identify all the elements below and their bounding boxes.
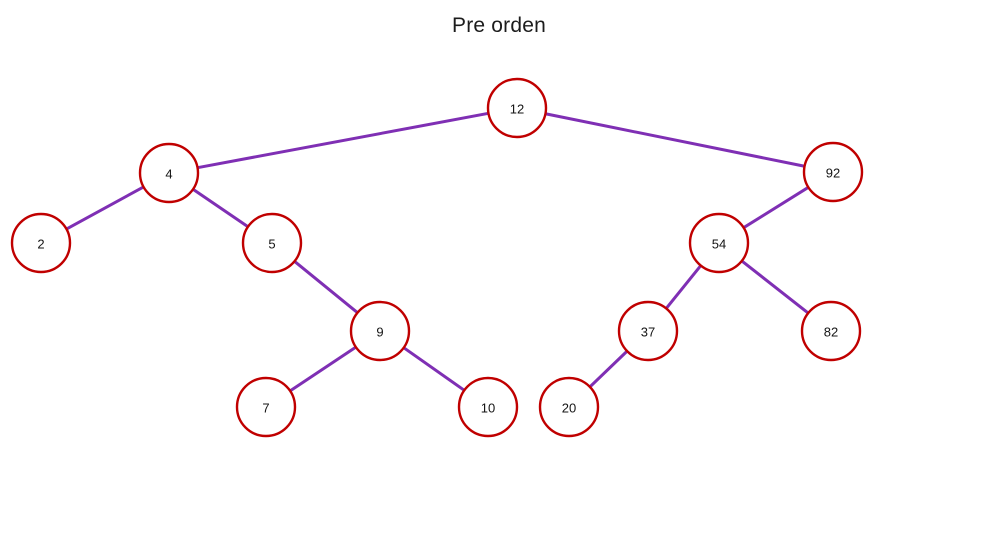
node-circle-12[interactable] (486, 77, 548, 139)
node-circle-4[interactable] (138, 142, 200, 204)
edges-layer (64, 111, 810, 393)
node-label-5: 5 (268, 237, 275, 252)
tree-node-92[interactable]: 92 (802, 141, 864, 203)
tree-node-54[interactable]: 54 (688, 212, 750, 274)
node-label-4: 4 (165, 167, 172, 182)
tree-edge-5-9 (292, 259, 360, 315)
tree-edge-54-82 (740, 259, 810, 315)
node-circle-82[interactable] (800, 300, 862, 362)
node-label-7: 7 (262, 401, 269, 416)
tree-node-20[interactable]: 20 (538, 376, 600, 438)
node-label-10: 10 (481, 401, 495, 416)
tree-node-82[interactable]: 82 (800, 300, 862, 362)
tree-edge-54-37 (664, 264, 703, 310)
node-circle-20[interactable] (538, 376, 600, 438)
tree-node-9[interactable]: 9 (349, 300, 411, 362)
node-circle-92[interactable] (802, 141, 864, 203)
nodes-layer: 12 4 92 2 5 54 9 37 82 7 10 20 (10, 77, 864, 438)
node-circle-2[interactable] (10, 212, 72, 274)
node-circle-10[interactable] (457, 376, 519, 438)
node-label-37: 37 (641, 325, 655, 340)
tree-node-2[interactable]: 2 (10, 212, 72, 274)
node-circle-5[interactable] (241, 212, 303, 274)
node-label-54: 54 (712, 237, 726, 252)
tree-edge-9-10 (402, 346, 466, 392)
node-label-2: 2 (37, 237, 44, 252)
tree-node-37[interactable]: 37 (617, 300, 679, 362)
tree-node-5[interactable]: 5 (241, 212, 303, 274)
node-label-82: 82 (824, 325, 838, 340)
node-label-20: 20 (562, 401, 576, 416)
tree-node-7[interactable]: 7 (235, 376, 297, 438)
tree-node-4[interactable]: 4 (138, 142, 200, 204)
tree-edge-12-4 (196, 111, 490, 170)
tree-edge-4-5 (191, 187, 250, 229)
node-label-12: 12 (510, 102, 524, 117)
tree-edge-4-2 (64, 185, 146, 231)
tree-edge-37-20 (588, 349, 629, 389)
node-circle-9[interactable] (349, 300, 411, 362)
tree-node-10[interactable]: 10 (457, 376, 519, 438)
page-title: Pre orden (451, 14, 547, 37)
tree-edge-9-7 (288, 345, 358, 393)
tree-edge-12-92 (543, 112, 807, 168)
tree-node-12[interactable]: 12 (486, 77, 548, 139)
node-circle-37[interactable] (617, 300, 679, 362)
node-label-9: 9 (376, 325, 383, 340)
node-label-92: 92 (826, 166, 840, 181)
tree-edge-92-54 (742, 185, 810, 230)
node-circle-7[interactable] (235, 376, 297, 438)
node-circle-54[interactable] (688, 212, 750, 274)
